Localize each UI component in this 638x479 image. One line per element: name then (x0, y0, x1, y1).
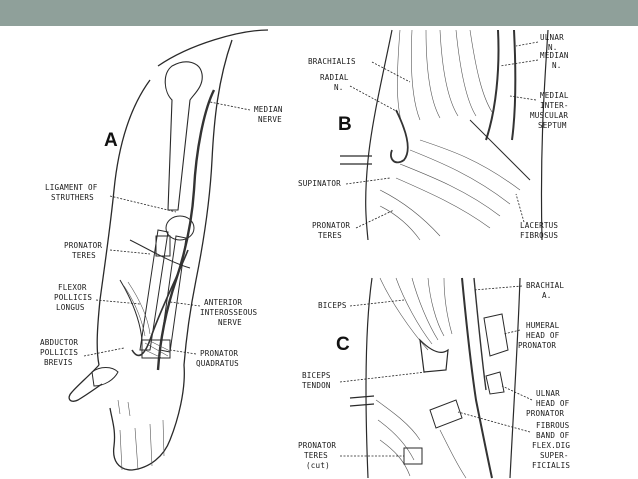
panel-a-label-ligament-of-struthers: LIGAMENT OF STRUTHERS (45, 183, 177, 213)
svg-text:N.: N. (548, 43, 558, 52)
svg-text:ULNAR: ULNAR (540, 33, 564, 42)
panel-c-label-brachial-a: BRACHIAL A. (473, 281, 564, 300)
svg-text:MEDIAN: MEDIAN (254, 105, 283, 114)
svg-text:ULNAR: ULNAR (536, 389, 560, 398)
svg-text:ANTERIOR: ANTERIOR (204, 298, 242, 307)
panel-a-label-anterior-interosseous-nerve: ANTERIOR INTEROSSEOUS NERVE (169, 298, 257, 327)
svg-text:FICIALIS: FICIALIS (532, 461, 570, 470)
svg-text:TERES: TERES (304, 451, 328, 460)
svg-text:SEPTUM: SEPTUM (538, 121, 567, 130)
svg-text:HUMERAL: HUMERAL (526, 321, 560, 330)
svg-text:BRACHIALIS: BRACHIALIS (308, 57, 356, 66)
svg-text:FLEX.DIG: FLEX.DIG (532, 441, 570, 450)
svg-text:MEDIAL: MEDIAL (540, 91, 569, 100)
svg-text:INTER-: INTER- (540, 101, 569, 110)
svg-text:TERES: TERES (318, 231, 342, 240)
svg-text:SUPER-: SUPER- (540, 451, 569, 460)
svg-text:MUSCULAR: MUSCULAR (530, 111, 568, 120)
panel-c-label-humeral-head-of-pronator: HUMERAL HEAD OF PRONATOR (503, 321, 560, 350)
svg-text:PRONATOR: PRONATOR (526, 409, 564, 418)
panel-c-letter: C (336, 334, 350, 355)
panel-c-label-biceps-tendon: BICEPS TENDON (302, 371, 427, 390)
median-nerve-anatomy-figure: A MEDIAN NERVE LIGAMENT OF STRUTHERS PRO… (40, 29, 570, 479)
panel-a-arm-illustration (68, 29, 269, 471)
svg-text:FIBROUS: FIBROUS (536, 421, 570, 430)
svg-text:STRUTHERS: STRUTHERS (51, 193, 94, 202)
panel-b-label-ulnar-n: ULNAR N. (515, 33, 564, 52)
svg-text:PRONATOR: PRONATOR (200, 349, 238, 358)
svg-text:LIGAMENT OF: LIGAMENT OF (45, 183, 98, 192)
svg-text:BICEPS: BICEPS (302, 371, 331, 380)
panel-c-elbow-dissection (349, 277, 521, 479)
svg-text:LONGUS: LONGUS (56, 303, 85, 312)
svg-text:QUADRATUS: QUADRATUS (196, 359, 239, 368)
svg-text:TERES: TERES (72, 251, 96, 260)
svg-text:A.: A. (542, 291, 552, 300)
svg-text:RADIAL: RADIAL (320, 73, 349, 82)
svg-text:HEAD OF: HEAD OF (526, 331, 560, 340)
svg-text:N.: N. (552, 61, 562, 70)
panel-b-letter: B (338, 114, 352, 135)
svg-text:N.: N. (334, 83, 344, 92)
svg-text:NERVE: NERVE (258, 115, 282, 124)
svg-text:MEDIAN: MEDIAN (540, 51, 569, 60)
panel-a-label-abductor-pollicis-brevis: ABDUCTOR POLLICIS BREVIS (40, 338, 125, 367)
svg-text:POLLICIS: POLLICIS (40, 348, 78, 357)
panel-b-label-radial-n: RADIAL N. (320, 73, 399, 113)
svg-text:PRONATOR: PRONATOR (312, 221, 350, 230)
svg-text:TENDON: TENDON (302, 381, 331, 390)
panel-b-label-pronator-teres: PRONATOR TERES (312, 209, 395, 240)
svg-text:HEAD OF: HEAD OF (536, 399, 570, 408)
slide-header-bar (0, 0, 638, 26)
panel-c-label-ulnar-head-of-pronator: ULNAR HEAD OF PRONATOR (501, 385, 570, 418)
svg-text:SUPINATOR: SUPINATOR (298, 179, 341, 188)
svg-text:BREVIS: BREVIS (44, 358, 73, 367)
panel-b-label-median-n: MEDIAN N. (499, 51, 569, 70)
svg-text:BAND OF: BAND OF (536, 431, 570, 440)
panel-a-label-median-nerve: MEDIAN NERVE (209, 101, 283, 124)
svg-text:BICEPS: BICEPS (318, 301, 347, 310)
panel-c-label-fibrous-band-of-fds: FIBROUS BAND OF FLEX.DIG SUPER- FICIALIS (457, 411, 570, 470)
svg-text:POLLICIS: POLLICIS (54, 293, 92, 302)
svg-text:PRONATOR: PRONATOR (518, 341, 556, 350)
panel-c-label-pronator-teres-cut: PRONATOR TERES (cut) (298, 441, 404, 470)
panel-b-label-lacertus-fibrosus: LACERTUS FIBROSUS (515, 193, 558, 240)
panel-a-label-pronator-teres: PRONATOR TERES (64, 241, 151, 260)
svg-text:PRONATOR: PRONATOR (64, 241, 102, 250)
svg-text:PRONATOR: PRONATOR (298, 441, 336, 450)
svg-text:FLEXOR: FLEXOR (58, 283, 87, 292)
panel-b-label-brachialis: BRACHIALIS (308, 57, 411, 83)
panel-a-letter: A (104, 130, 118, 151)
svg-text:NERVE: NERVE (218, 318, 242, 327)
svg-text:(cut): (cut) (306, 461, 330, 470)
panel-a-label-pronator-quadratus: PRONATOR QUADRATUS (169, 349, 239, 368)
svg-text:BRACHIAL: BRACHIAL (526, 281, 564, 290)
panel-a-label-flexor-pollicis-longus: FLEXOR POLLICIS LONGUS (54, 283, 141, 312)
svg-text:ABDUCTOR: ABDUCTOR (40, 338, 78, 347)
panel-b-label-medial-intermuscular-septum: MEDIAL INTER- MUSCULAR SEPTUM (509, 91, 569, 130)
svg-text:FIBROSUS: FIBROSUS (520, 231, 558, 240)
panel-b-elbow-dissection (340, 29, 549, 241)
panel-b-label-supinator: SUPINATOR (298, 177, 391, 188)
panel-c-label-biceps: BICEPS (318, 299, 405, 310)
svg-text:LACERTUS: LACERTUS (520, 221, 558, 230)
svg-text:INTEROSSEOUS: INTEROSSEOUS (200, 308, 257, 317)
